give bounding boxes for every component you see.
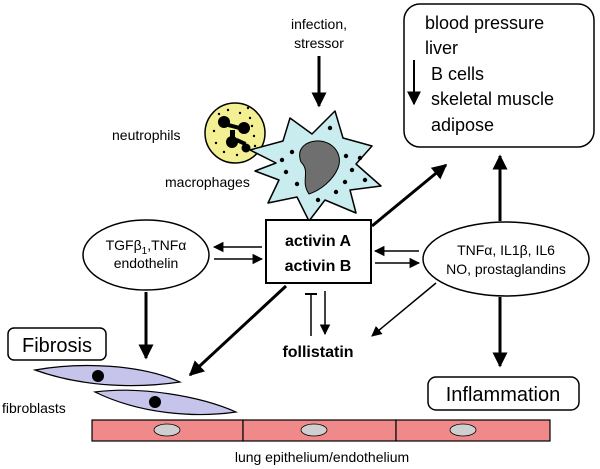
effect-adipose: adipose (431, 115, 494, 135)
activin-box (265, 219, 372, 284)
activin-b-label: activin B (285, 258, 352, 275)
tgf-line1: TGFβ1,TNFα (106, 237, 187, 257)
inflammation-box (427, 376, 580, 411)
cytokine-ellipse (422, 221, 590, 297)
epithelium-cell-2 (242, 419, 397, 442)
fibroblast-cell-1 (32, 364, 183, 387)
fibrosis-label: Fibrosis (22, 335, 92, 357)
neutrophil-cell (204, 102, 266, 164)
tgf-line2: endothelin (114, 255, 179, 271)
input-label-line2: stressor (294, 35, 344, 51)
activin-to-fibroblast-arrow (188, 284, 288, 377)
tgf-ellipse (82, 219, 210, 291)
input-label-line1: infection, (291, 16, 347, 32)
macrophage-cell (249, 110, 382, 222)
cytokine-line2: NO, prostaglandins (446, 261, 566, 277)
fibroblasts-label: fibroblasts (2, 400, 66, 416)
cytokine-line1: TNFα, IL1β, IL6 (457, 242, 555, 258)
follistatin-label: follistatin (282, 344, 353, 361)
effects-box (403, 3, 595, 148)
effect-skeletal-muscle: skeletal muscle (431, 89, 554, 109)
effect-liver: liver (425, 38, 458, 58)
activin-to-effects-arrow (371, 163, 448, 228)
inflammation-label: Inflammation (446, 384, 561, 406)
cytokine-to-follistatin-arrow (371, 282, 437, 337)
macrophages-label: macrophages (165, 174, 250, 190)
activin-a-label: activin A (285, 233, 352, 250)
neutrophils-label: neutrophils (112, 127, 181, 143)
epithelium-cell-3 (395, 419, 551, 442)
fibrosis-box (7, 327, 107, 361)
epithelium-cell-1 (91, 419, 244, 442)
effect-b-cells: B cells (431, 64, 484, 84)
fibroblast-cell-2 (92, 389, 239, 416)
effect-blood-pressure: blood pressure (425, 13, 544, 33)
epithelium-label: lung epithelium/endothelium (235, 449, 409, 465)
